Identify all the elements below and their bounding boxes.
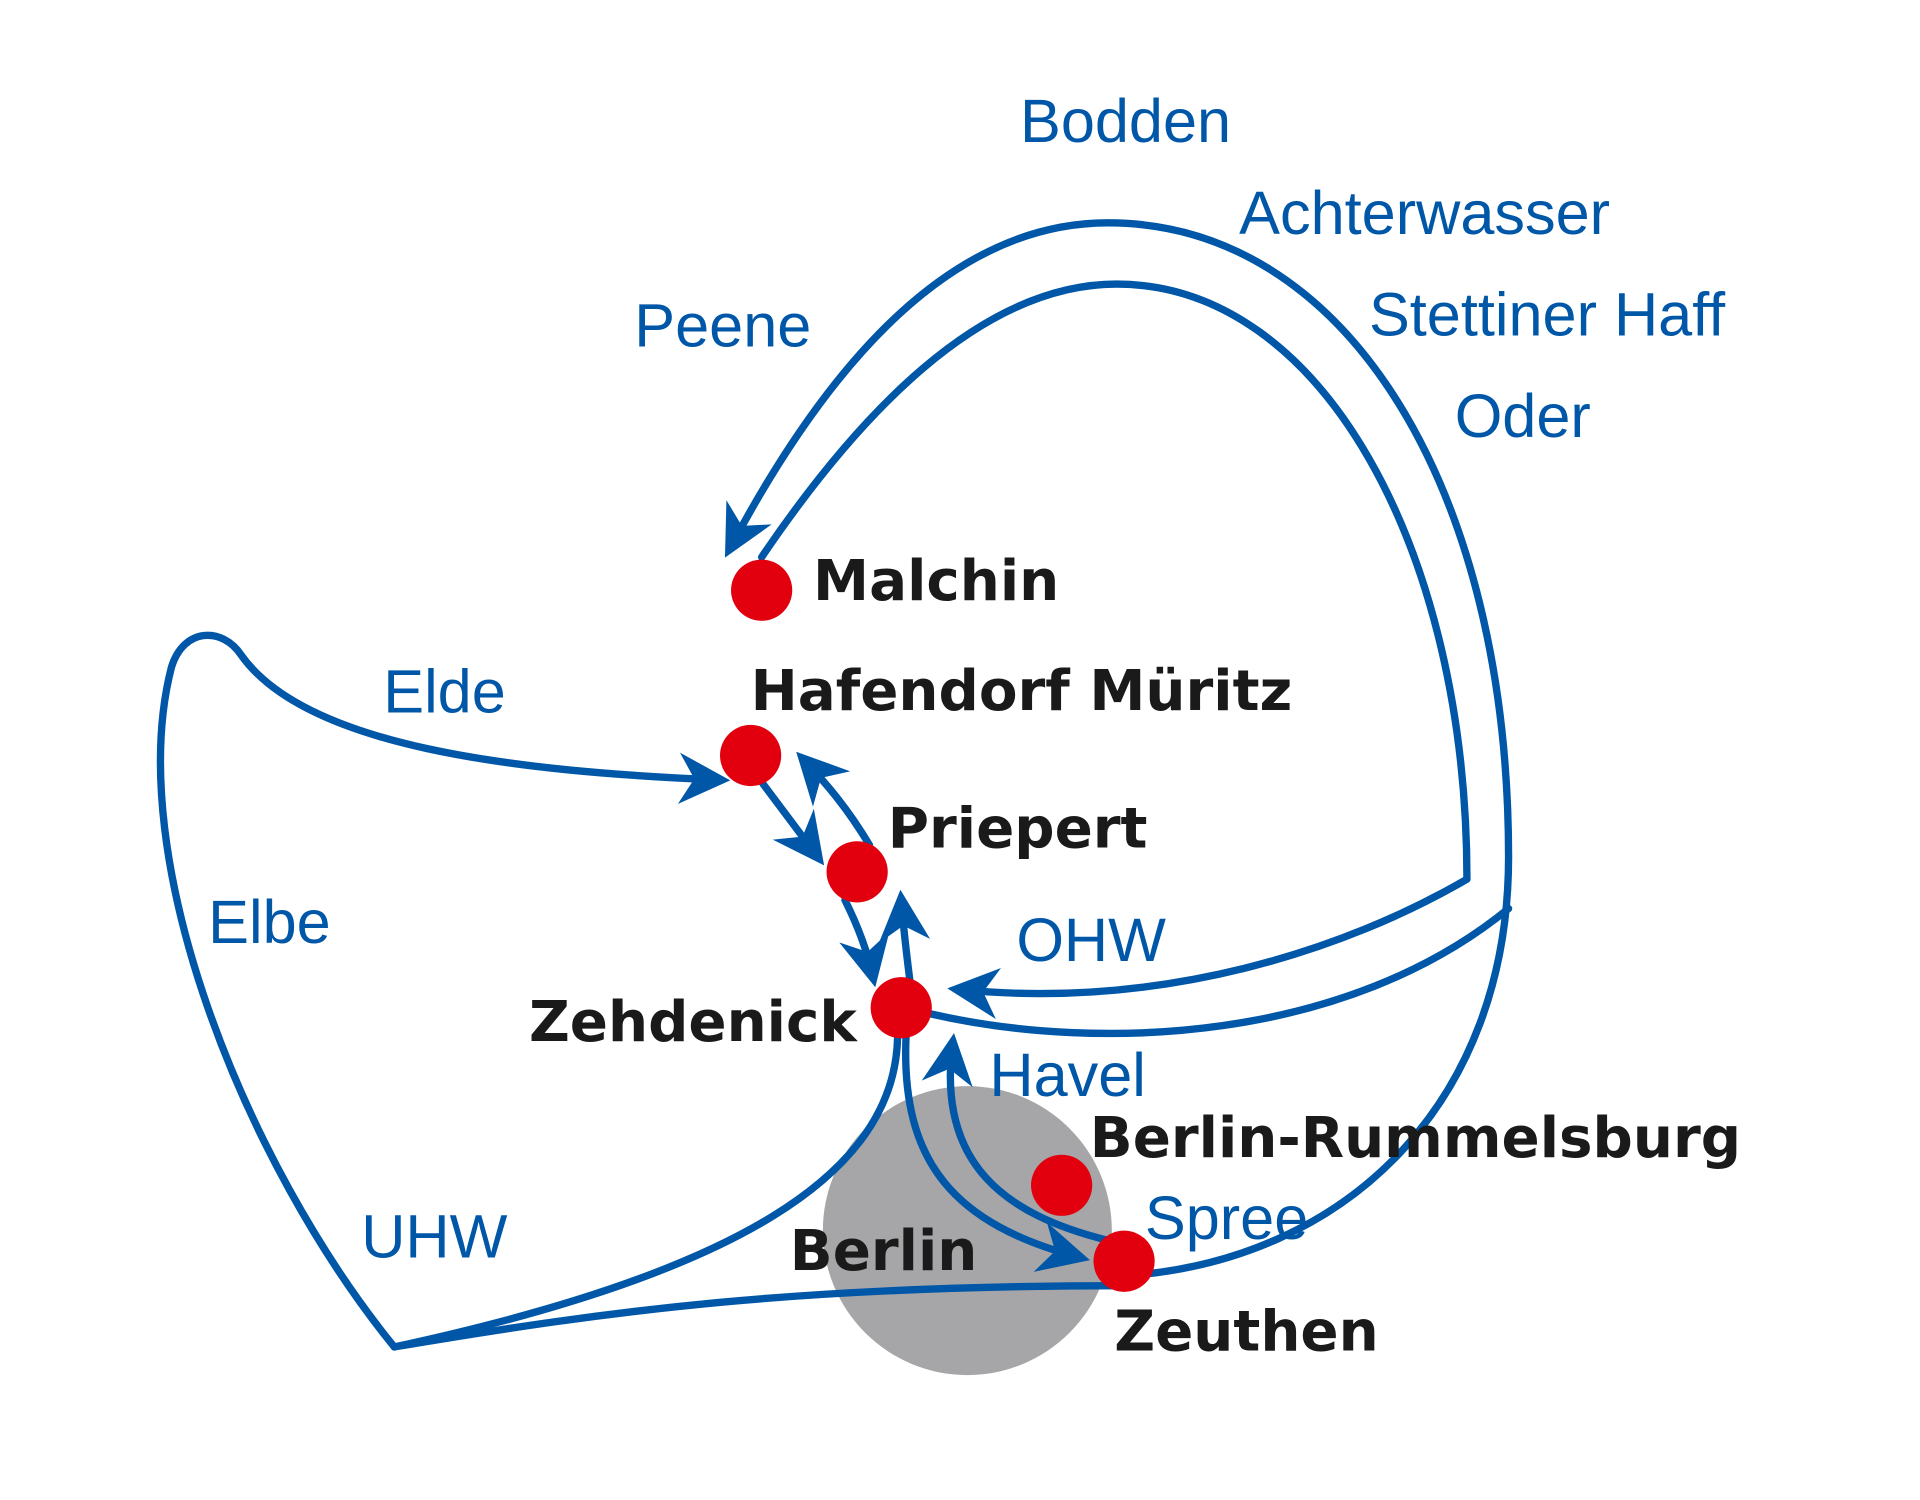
route-zeuthen-zehdenick bbox=[921, 1033, 1112, 1245]
stop-hafendorf bbox=[720, 724, 782, 787]
label-berlin: Berlin bbox=[790, 1219, 978, 1284]
label-rummelsburg: Berlin-Rummelsburg bbox=[1090, 1106, 1741, 1171]
stop-malchin bbox=[731, 559, 793, 621]
label-zeuthen: Zeuthen bbox=[1114, 1300, 1378, 1365]
label-ohw: OHW bbox=[1016, 906, 1166, 974]
label-hafendorf: Hafendorf Müritz bbox=[751, 659, 1293, 724]
stop-zeuthen bbox=[1093, 1230, 1155, 1292]
route-priepert-hafendorf bbox=[796, 751, 874, 849]
label-zehdenick: Zehdenick bbox=[529, 990, 858, 1055]
route-zehdenick-priepert bbox=[878, 889, 931, 994]
berlin-area bbox=[822, 1086, 1112, 1376]
label-havel: Havel bbox=[989, 1041, 1146, 1109]
label-achterwasser: Achterwasser bbox=[1239, 179, 1610, 247]
label-malchin: Malchin bbox=[813, 549, 1059, 614]
route-malchin-ohw bbox=[757, 280, 1471, 1020]
label-bodden: Bodden bbox=[1020, 87, 1231, 155]
route-elbe-elde bbox=[156, 631, 731, 1351]
route-zehdenick-uhw bbox=[390, 1034, 902, 1351]
label-elde: Elde bbox=[383, 658, 506, 726]
route-zehdenick-zeuthen bbox=[901, 1031, 1090, 1272]
label-peene: Peene bbox=[634, 292, 811, 360]
route-hafendorf-priepert bbox=[759, 780, 825, 866]
label-oder: Oder bbox=[1455, 382, 1591, 450]
route-priepert-zehdenick bbox=[839, 896, 890, 988]
label-priepert: Priepert bbox=[888, 796, 1148, 861]
stop-priepert bbox=[826, 841, 888, 903]
route-ohw-lower bbox=[926, 904, 1513, 1038]
route-oder-peene bbox=[724, 219, 1513, 1280]
route-uhw-zeuthen bbox=[390, 1282, 1128, 1351]
label-elbe: Elbe bbox=[208, 888, 331, 956]
label-spree: Spree bbox=[1145, 1184, 1308, 1252]
stop-zehdenick bbox=[870, 977, 932, 1039]
stop-rummelsburg bbox=[1031, 1154, 1093, 1216]
label-stettiner-haff: Stettiner Haff bbox=[1369, 281, 1726, 349]
label-uhw: UHW bbox=[361, 1203, 507, 1271]
